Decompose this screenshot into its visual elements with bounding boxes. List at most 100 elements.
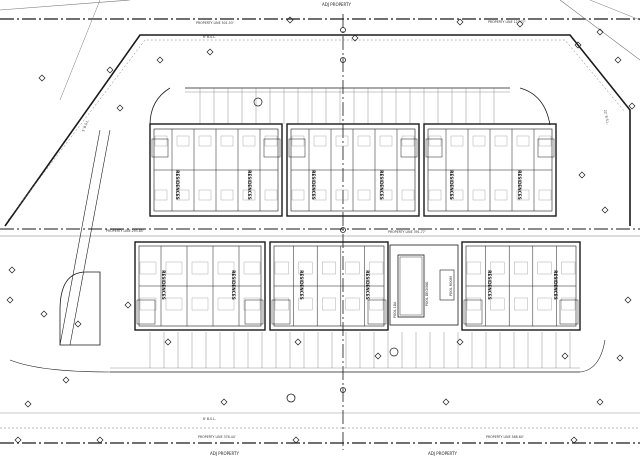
unit-fixture <box>322 261 336 275</box>
unit-fixture <box>516 135 530 147</box>
stair-top <box>288 138 306 158</box>
label-property-line-mid-right: PROPERTY LINE 391.77' <box>388 230 426 234</box>
unit-fixture <box>176 189 190 201</box>
spot-elevation-marker <box>616 354 624 362</box>
spot-elevation-marker <box>24 400 32 408</box>
spot-elevation-marker <box>570 436 578 444</box>
unit-fixture <box>514 297 528 311</box>
spot-elevation-marker <box>220 398 228 406</box>
drive-curve-left <box>9 359 111 373</box>
spot-elevation-marker <box>624 296 632 304</box>
building-bottom-3 <box>461 241 581 331</box>
unit-fixture <box>220 189 234 201</box>
spot-elevation-marker <box>596 28 604 36</box>
unit-fixture <box>298 261 313 275</box>
unit-fixture <box>428 189 442 201</box>
residences-label: RESIDENCES <box>449 170 454 199</box>
plan-linework <box>0 0 640 450</box>
spot-elevation-marker <box>40 310 48 318</box>
spot-elevation-marker <box>8 266 16 274</box>
stair-top <box>400 138 418 158</box>
unit-fixture <box>450 189 464 201</box>
unit-fixture <box>191 297 209 311</box>
spot-elevation-marker <box>164 338 172 346</box>
label-property-line-mid-left: PROPERTY LINE 293.85' <box>106 229 144 233</box>
unit-fixture <box>401 135 415 147</box>
stair-bottom <box>244 299 264 325</box>
spot-elevation-marker <box>116 104 124 112</box>
spot-elevation-marker <box>206 48 214 56</box>
lot-curve-tr <box>519 87 551 126</box>
label-pool-room: POOL ROOM <box>449 276 453 296</box>
unit-fixture <box>538 189 552 201</box>
axis-marker-icon <box>340 27 346 33</box>
building-top-3 <box>423 123 557 217</box>
unit-fixture <box>191 261 209 275</box>
adj-line-3 <box>559 0 640 61</box>
residences-label: RESIDENCES <box>161 270 166 299</box>
unit-fixture <box>561 297 576 311</box>
label-pool-deck: POOL DECKING <box>425 281 429 306</box>
pool-deck-area <box>389 244 459 326</box>
access-road-left <box>59 129 101 346</box>
spot-elevation-marker <box>601 206 609 214</box>
unit-fixture <box>274 261 289 275</box>
unit-fixture <box>345 297 360 311</box>
residences-label: RESIDENCES <box>517 170 522 199</box>
spot-elevation-marker <box>96 436 104 444</box>
label-pool: POOL 1DA <box>393 301 397 318</box>
spot-elevation-marker <box>456 338 464 346</box>
unit-fixture <box>357 189 371 201</box>
spot-elevation-marker <box>596 398 604 406</box>
spot-elevation-marker <box>294 338 302 346</box>
north-arrow-icon <box>286 393 296 403</box>
spot-elevation-marker <box>74 320 82 328</box>
unit-fixture <box>494 135 508 147</box>
stair-bottom <box>136 299 156 325</box>
spot-elevation-marker <box>38 74 46 82</box>
residences-label: RESIDENCES <box>311 170 316 199</box>
label-bsl-bottom: 6' B.S.L. <box>203 417 216 421</box>
adj-line-1 <box>0 0 131 11</box>
adj-line-2 <box>59 0 101 101</box>
label-adj-property-bottom-right: ADJ PROPERTY <box>428 451 457 456</box>
spot-elevation-marker <box>6 296 14 304</box>
spot-elevation-marker <box>614 56 622 64</box>
unit-fixture <box>154 135 168 147</box>
stair-top <box>425 138 443 158</box>
axis-marker-icon <box>340 227 346 233</box>
stair-bottom <box>463 299 483 325</box>
drive-curve-right <box>579 339 606 373</box>
unit-fixture <box>335 189 349 201</box>
unit-fixture <box>198 189 212 201</box>
stair-bottom <box>559 299 579 325</box>
unit-fixture <box>335 135 349 147</box>
unit-fixture <box>176 135 190 147</box>
spot-elevation-marker <box>516 20 524 28</box>
unit-fixture <box>322 297 336 311</box>
building-top-1 <box>149 123 283 217</box>
spot-elevation-marker <box>124 301 132 309</box>
unit-fixture <box>561 261 576 275</box>
unit-fixture <box>217 261 235 275</box>
unit-fixture <box>165 297 183 311</box>
residences-label: RESIDENCES <box>487 270 492 299</box>
unit-fixture <box>379 189 393 201</box>
residences-label: RESIDENCES <box>379 170 384 199</box>
unit-fixture <box>369 297 384 311</box>
spot-elevation-marker <box>574 41 582 49</box>
pool-room <box>439 269 455 301</box>
unit-fixture <box>466 297 481 311</box>
unit-fixture <box>313 135 327 147</box>
unit-fixture <box>264 135 278 147</box>
spot-elevation-marker <box>292 436 300 444</box>
unit-fixture <box>450 135 464 147</box>
stair-top <box>263 138 281 158</box>
unit-fixture <box>345 261 360 275</box>
unit-fixture <box>379 135 393 147</box>
access-road-left-2 <box>69 129 111 346</box>
unit-fixture <box>472 189 486 201</box>
spot-elevation-marker <box>442 398 450 406</box>
axis-marker-icon <box>340 57 346 63</box>
unit-fixture <box>313 189 327 201</box>
